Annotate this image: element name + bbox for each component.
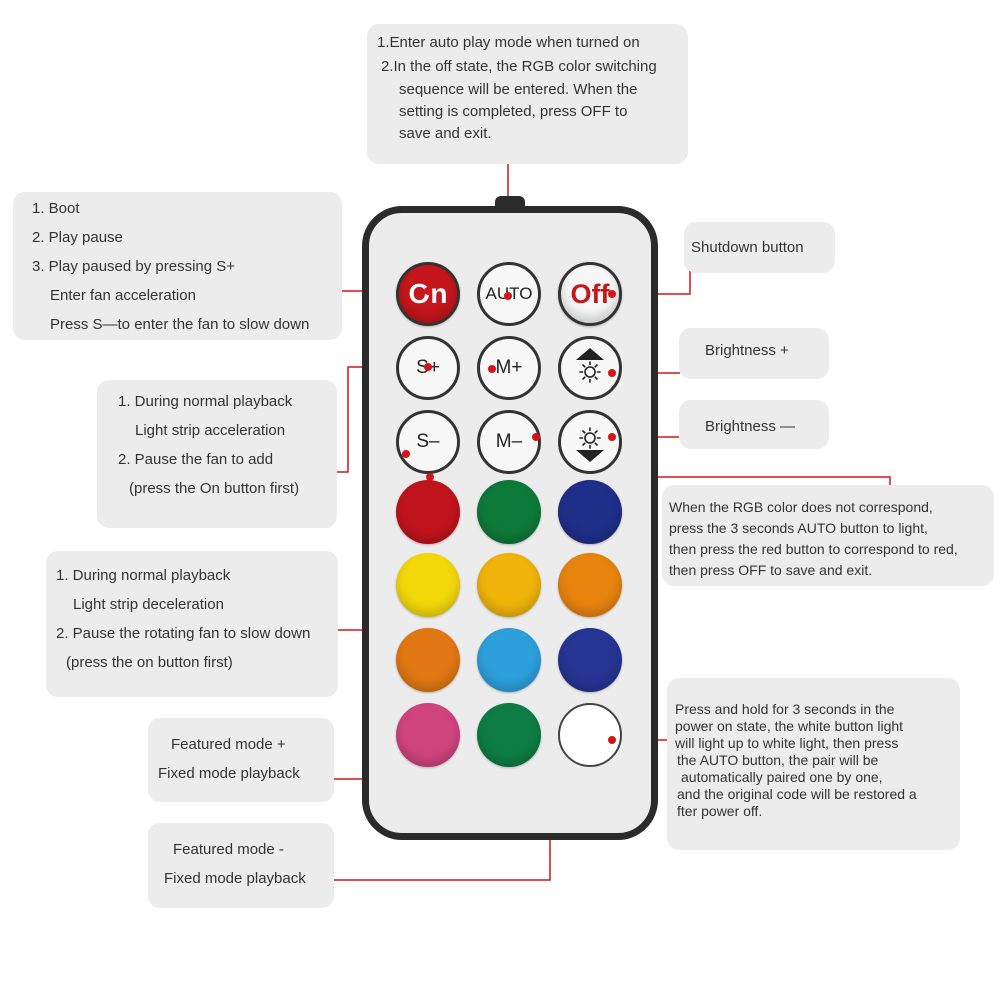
white-info-line-5: automatically paired one by one, (681, 769, 883, 785)
on-info-line-3: 3. Play paused by pressing S+ (32, 258, 236, 275)
leader-dot-on (424, 287, 432, 295)
white-info-line-6: and the original code will be restored a (677, 786, 917, 802)
s-minus-label: S– (416, 431, 440, 452)
white-button-callout: Press and hold for 3 seconds in the powe… (667, 678, 960, 850)
s-plus-line-1: 1. During normal playback (118, 393, 293, 410)
rgb-correspond-callout: When the RGB color does not correspond, … (662, 485, 994, 586)
m-minus-button[interactable]: M– (477, 410, 541, 474)
color-button[interactable] (477, 703, 541, 767)
brightness-down-icon (576, 427, 604, 462)
color-button[interactable] (558, 553, 622, 617)
leader-dot-auto (504, 292, 512, 300)
s-minus-callout: 1. During normal playback Light strip de… (46, 551, 338, 697)
on-info-line-1: 1. Boot (32, 200, 80, 217)
s-plus-line-3: 2. Pause the fan to add (118, 451, 274, 468)
leader-dot-brightness-down (608, 433, 616, 441)
brightness-down-label: Brightness — (705, 418, 796, 435)
white-info-line-7: fter power off. (677, 803, 763, 819)
color-button[interactable] (396, 628, 460, 692)
off-info-line-1: Shutdown button (691, 239, 804, 256)
leader-dot-s-minus (402, 450, 410, 458)
leader-dot-red (426, 473, 434, 481)
color-button[interactable] (477, 628, 541, 692)
m-minus-line-1: Featured mode - (173, 841, 284, 858)
s-minus-line-2: Light strip deceleration (73, 596, 224, 613)
m-minus-label: M– (495, 431, 523, 452)
brightness-up-callout: Brightness + (679, 328, 829, 379)
s-plus-callout: 1. During normal playback Light strip ac… (97, 380, 337, 528)
leader-dot-off (608, 290, 616, 298)
s-plus-line-2: Light strip acceleration (135, 422, 286, 439)
auto-info-line-1: 1.Enter auto play mode when turned on (377, 34, 640, 51)
auto-info-line-2: 2.In the off state, the RGB color switch… (381, 58, 657, 75)
brightness-up-label: Brightness + (705, 342, 789, 359)
white-color-button[interactable] (558, 703, 622, 767)
s-minus-line-3: 2. Pause the rotating fan to slow down (56, 625, 311, 642)
s-plus-line-4: (press the On button first) (129, 480, 300, 497)
leader-dot-s-plus (424, 363, 432, 371)
auto-info-line-5: save and exit. (399, 125, 492, 142)
m-plus-line-2: Fixed mode playback (158, 765, 300, 782)
auto-info-line-4: setting is completed, press OFF to (399, 103, 628, 120)
on-info-line-5: Press S—to enter the fan to slow down (50, 316, 310, 333)
white-info-line-4: the AUTO button, the pair will be (677, 752, 879, 768)
white-info-line-3: will light up to white light, then press (675, 735, 899, 751)
on-button-callout: 1. Boot 2. Play pause 3. Play paused by … (13, 192, 342, 340)
m-plus-button[interactable]: M+ (477, 336, 541, 400)
white-info-line-2: power on state, the white button light (675, 718, 904, 734)
leader-dot-m-minus (532, 433, 540, 441)
leader-dot-white (608, 736, 616, 744)
s-minus-line-1: 1. During normal playback (56, 567, 231, 584)
m-minus-line-2: Fixed mode playback (164, 870, 306, 887)
off-button-callout: Shutdown button (684, 222, 835, 273)
rgb-info-line-4: then press OFF to save and exit. (669, 562, 873, 578)
color-button[interactable] (396, 703, 460, 767)
rgb-info-line-3: then press the red button to correspond … (669, 541, 958, 557)
brightness-up-button[interactable] (558, 336, 622, 400)
color-button[interactable] (477, 553, 541, 617)
m-plus-callout: Featured mode + Fixed mode playback (148, 718, 334, 802)
leader-dot-m-plus (488, 365, 496, 373)
on-info-line-4: Enter fan acceleration (50, 287, 196, 304)
m-plus-line-1: Featured mode + (171, 736, 286, 753)
brightness-down-callout: Brightness — (679, 400, 829, 449)
brightness-down-button[interactable] (558, 410, 622, 474)
color-button[interactable] (396, 553, 460, 617)
color-button[interactable] (396, 480, 460, 544)
color-button[interactable] (558, 628, 622, 692)
rgb-info-line-1: When the RGB color does not correspond, (669, 499, 933, 515)
color-button[interactable] (477, 480, 541, 544)
remote-ir-emitter (495, 196, 525, 208)
rgb-info-line-2: press the 3 seconds AUTO button to light… (669, 520, 928, 536)
auto-info-line-3: sequence will be entered. When the (399, 81, 638, 98)
on-info-line-2: 2. Play pause (32, 229, 123, 246)
s-minus-line-4: (press the on button first) (66, 654, 233, 671)
color-button[interactable] (558, 480, 622, 544)
m-plus-label: M+ (495, 357, 523, 378)
auto-info-callout: 1.Enter auto play mode when turned on 2.… (367, 24, 688, 164)
s-minus-button[interactable]: S– (396, 410, 460, 474)
leader-dot-brightness-up (608, 369, 616, 377)
m-minus-callout: Featured mode - Fixed mode playback (148, 823, 334, 908)
off-button-label: Off (570, 278, 610, 309)
white-info-line-1: Press and hold for 3 seconds in the (675, 701, 895, 717)
brightness-up-icon (576, 348, 604, 383)
